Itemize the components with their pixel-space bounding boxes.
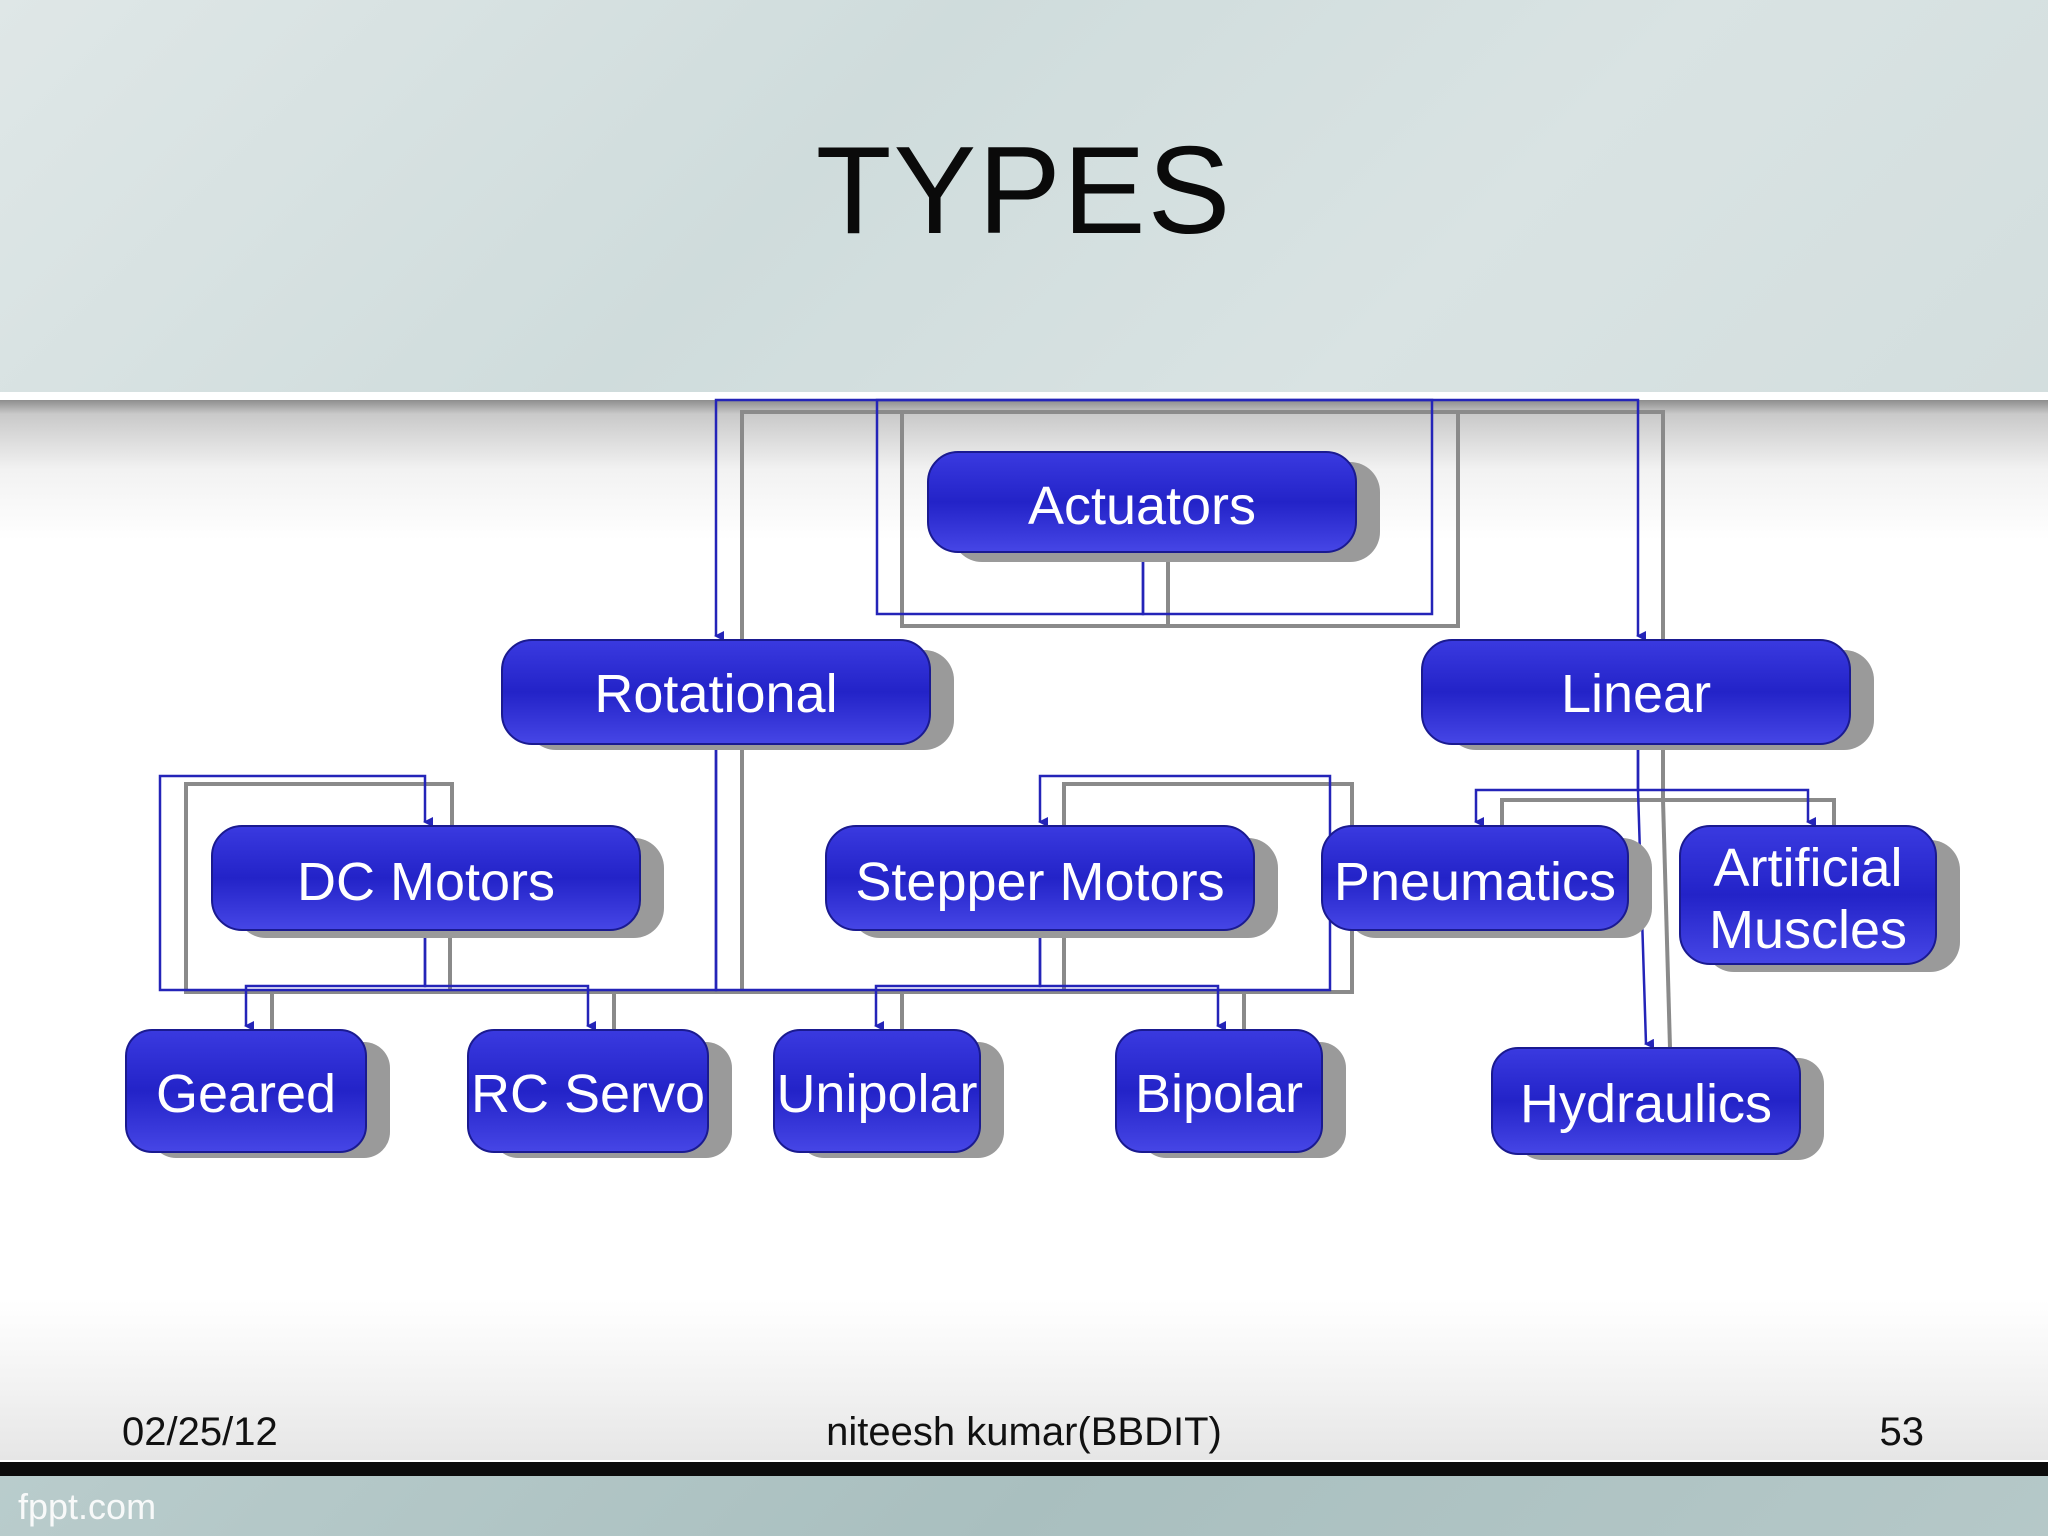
label-pneumatics: Pneumatics bbox=[1334, 852, 1616, 912]
brand-watermark: fppt.com bbox=[18, 1486, 157, 1527]
node-geared: Geared bbox=[125, 1029, 390, 1158]
bottom-band bbox=[0, 1476, 2048, 1536]
footer-author: niteesh kumar(BBDIT) bbox=[826, 1410, 1222, 1454]
connector-lines-blue bbox=[158, 398, 1816, 1049]
node-artificial-muscles: Artificial Muscles bbox=[1679, 825, 1960, 972]
label-linear: Linear bbox=[1561, 664, 1711, 724]
slide-title: TYPES bbox=[815, 122, 1233, 260]
node-hydraulics: Hydraulics bbox=[1491, 1047, 1824, 1160]
node-stepper-motors: Stepper Motors bbox=[825, 825, 1278, 938]
label-rotational: Rotational bbox=[594, 664, 837, 724]
label-unipolar: Unipolar bbox=[776, 1064, 977, 1124]
node-actuators: Actuators bbox=[927, 451, 1380, 562]
label-geared: Geared bbox=[156, 1064, 336, 1124]
label-hydraulics: Hydraulics bbox=[1520, 1074, 1772, 1134]
label-dc-motors: DC Motors bbox=[297, 852, 555, 912]
label-artificial-muscles-line2: Muscles bbox=[1709, 900, 1907, 960]
node-bipolar: Bipolar bbox=[1115, 1029, 1346, 1158]
node-pneumatics: Pneumatics bbox=[1321, 825, 1652, 938]
node-dc-motors: DC Motors bbox=[211, 825, 664, 938]
node-rotational: Rotational bbox=[501, 639, 954, 750]
node-unipolar: Unipolar bbox=[773, 1029, 1004, 1158]
label-artificial-muscles-line1: Artificial bbox=[1713, 838, 1902, 898]
footer-bar bbox=[0, 1462, 2048, 1476]
header-band bbox=[0, 0, 2048, 392]
header-divider bbox=[0, 392, 2048, 400]
label-actuators: Actuators bbox=[1028, 476, 1256, 536]
footer-date: 02/25/12 bbox=[122, 1410, 278, 1454]
label-stepper-motors: Stepper Motors bbox=[855, 852, 1224, 912]
label-bipolar: Bipolar bbox=[1135, 1064, 1303, 1124]
node-rc-servo: RC Servo bbox=[467, 1029, 732, 1158]
footer-page-number: 53 bbox=[1879, 1410, 1925, 1454]
label-rc-servo: RC Servo bbox=[471, 1064, 705, 1124]
node-linear: Linear bbox=[1421, 639, 1874, 750]
